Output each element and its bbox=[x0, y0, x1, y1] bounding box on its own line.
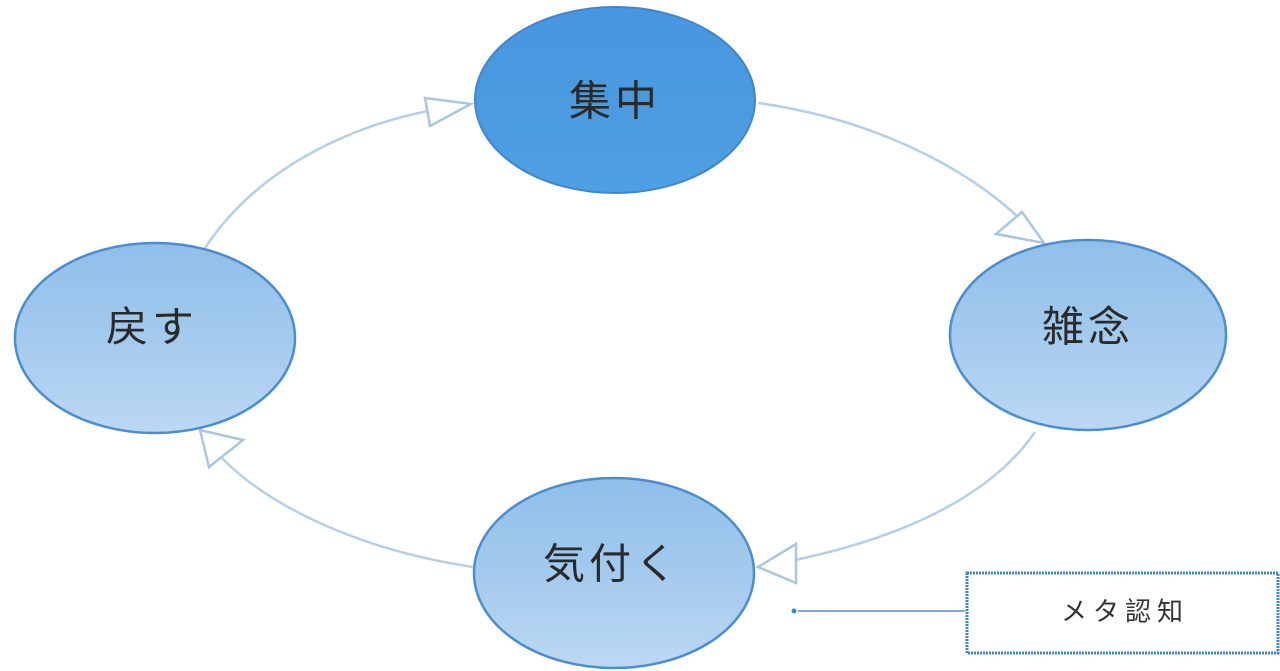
arrowhead-right bbox=[993, 210, 1047, 245]
arrowhead-top bbox=[423, 96, 476, 128]
callout-pointer-dot bbox=[791, 608, 797, 614]
node-bottom: 気付く bbox=[472, 476, 756, 670]
callout-label: メタ認知 bbox=[1061, 598, 1189, 628]
callout-box bbox=[965, 571, 1280, 655]
node-top: 集中 bbox=[474, 6, 756, 194]
callout-meta: メタ認知 bbox=[791, 571, 1280, 655]
node-right-label: 雑念 bbox=[1042, 303, 1134, 352]
node-left: 戻す bbox=[13, 241, 297, 435]
node-right: 雑念 bbox=[948, 238, 1228, 432]
arrowheads bbox=[198, 96, 1047, 585]
arrow-top-to-right bbox=[757, 101, 1041, 241]
arrow-bottom-to-left bbox=[209, 444, 474, 569]
arrowhead-left bbox=[198, 428, 246, 470]
arrow-right-to-bottom bbox=[769, 431, 1037, 567]
node-left-label: 戻す bbox=[106, 303, 198, 352]
node-bottom-label: 気付く bbox=[543, 540, 681, 589]
node-top-label: 集中 bbox=[569, 77, 661, 126]
arrow-left-to-top bbox=[203, 103, 466, 249]
cycle-arrows bbox=[203, 101, 1041, 569]
arrowhead-bottom bbox=[755, 541, 798, 585]
